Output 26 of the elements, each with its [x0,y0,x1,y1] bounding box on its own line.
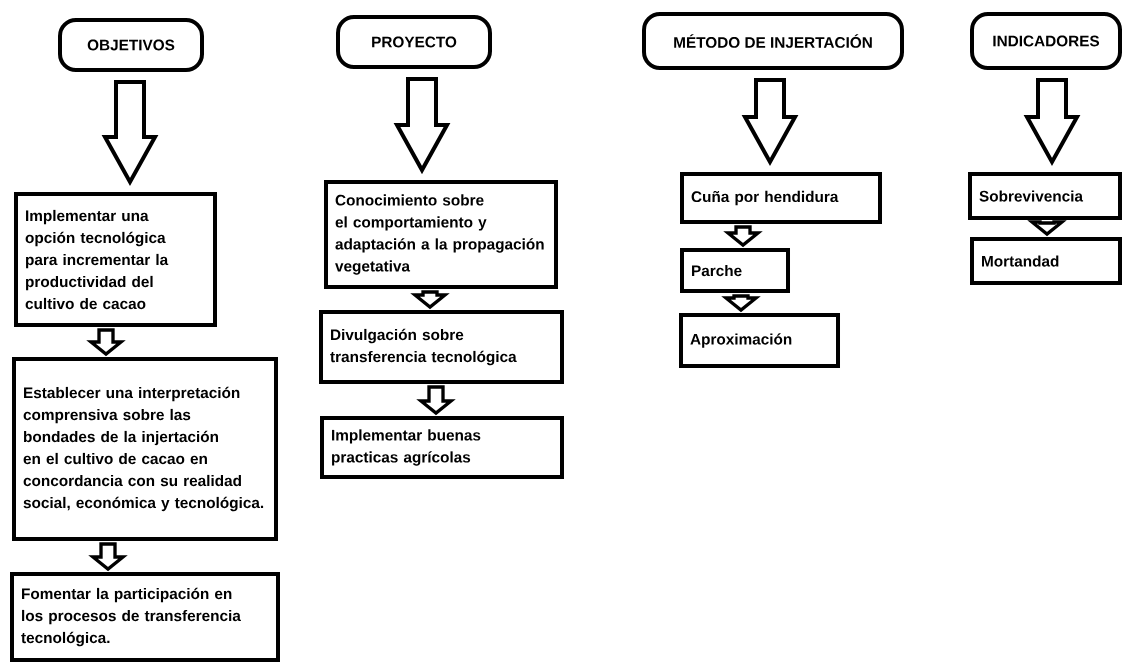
block-arrow [416,385,456,416]
header-box: OBJETIVOS [58,18,204,72]
block-arrow [101,80,159,187]
header-box: MÉTODO DE INJERTACIÓN [642,12,904,70]
process-box: Cuña por hendidura [680,172,882,224]
process-box: Implementar una opción tecnológica para incrementar la productividad del cultivo de cacao [14,192,217,327]
process-box: Aproximación [679,313,840,368]
block-arrow [723,225,763,248]
process-box: Implementar buenas practicas agrícolas [320,416,564,479]
header-box: PROYECTO [336,15,492,69]
process-box: Parche [680,248,790,293]
process-box: Fomentar la participación en los procesos de transferencia tecnológica. [10,572,280,662]
process-box: Mortandad [970,237,1122,285]
block-arrow [741,78,799,167]
block-arrow [1023,78,1081,167]
block-arrow [88,542,128,572]
block-arrow [1027,220,1067,237]
block-arrow [410,290,450,310]
block-arrow [86,328,126,357]
process-box: Divulgación sobre transferencia tecnológica [319,310,564,384]
process-box: Establecer una interpretación comprensiva sobre las bondades de la injertación en el cultivo de cacao en concordancia con su realidad social, económica y tecnológica. [12,357,278,541]
header-box: INDICADORES [970,12,1122,70]
block-arrow [393,77,451,175]
block-arrow [721,294,761,313]
process-box: Conocimiento sobre el comportamiento y adaptación a la propagación vegetativa [324,180,558,289]
process-box: Sobrevivencia [968,172,1122,220]
